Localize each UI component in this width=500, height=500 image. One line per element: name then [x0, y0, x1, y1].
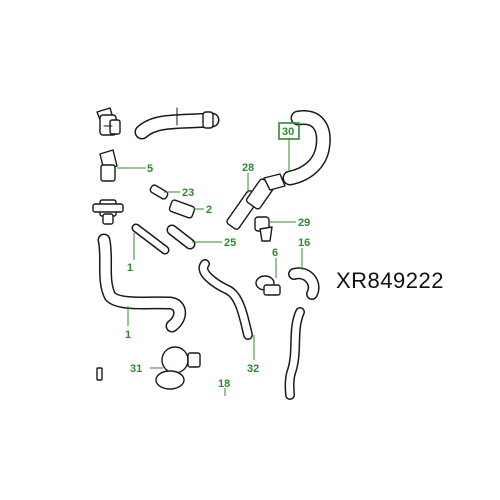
hose-1: 1	[97, 233, 187, 341]
callout-30: 30	[282, 126, 294, 138]
housing-31: 31	[130, 346, 201, 390]
callout-5: 5	[147, 163, 153, 175]
t-connector-mid	[92, 199, 124, 225]
hose-30: 30	[278, 110, 331, 186]
upper-hose	[134, 107, 220, 140]
connector-2: 2	[168, 199, 212, 219]
callout-18: 18	[218, 378, 230, 390]
callout-28: 28	[242, 162, 254, 174]
hose-16: 16	[284, 237, 320, 400]
callout-6: 6	[272, 247, 278, 259]
callout-29: 29	[298, 217, 310, 229]
callout-25: 25	[224, 237, 236, 249]
elbow-5: 5	[99, 149, 153, 182]
screw-18: 18	[96, 367, 230, 396]
callout-32: 32	[247, 363, 259, 375]
callout-26: 1	[127, 262, 133, 274]
callout-31: 31	[130, 363, 142, 375]
clip-6: 6	[255, 247, 281, 296]
tube-23: 23	[149, 184, 194, 200]
part-reference-number: XR849222	[336, 268, 444, 293]
pipe-28: 28	[226, 162, 286, 230]
hose-32: 32	[198, 259, 259, 375]
t-connector-top	[96, 107, 121, 136]
callout-2: 2	[206, 204, 212, 216]
hose-26: 1	[127, 223, 170, 274]
hose-25: 25	[166, 224, 236, 250]
fitting-29: 29	[254, 216, 310, 242]
callout-16: 16	[298, 237, 310, 249]
callout-1: 1	[125, 329, 131, 341]
callout-23: 23	[182, 187, 194, 199]
